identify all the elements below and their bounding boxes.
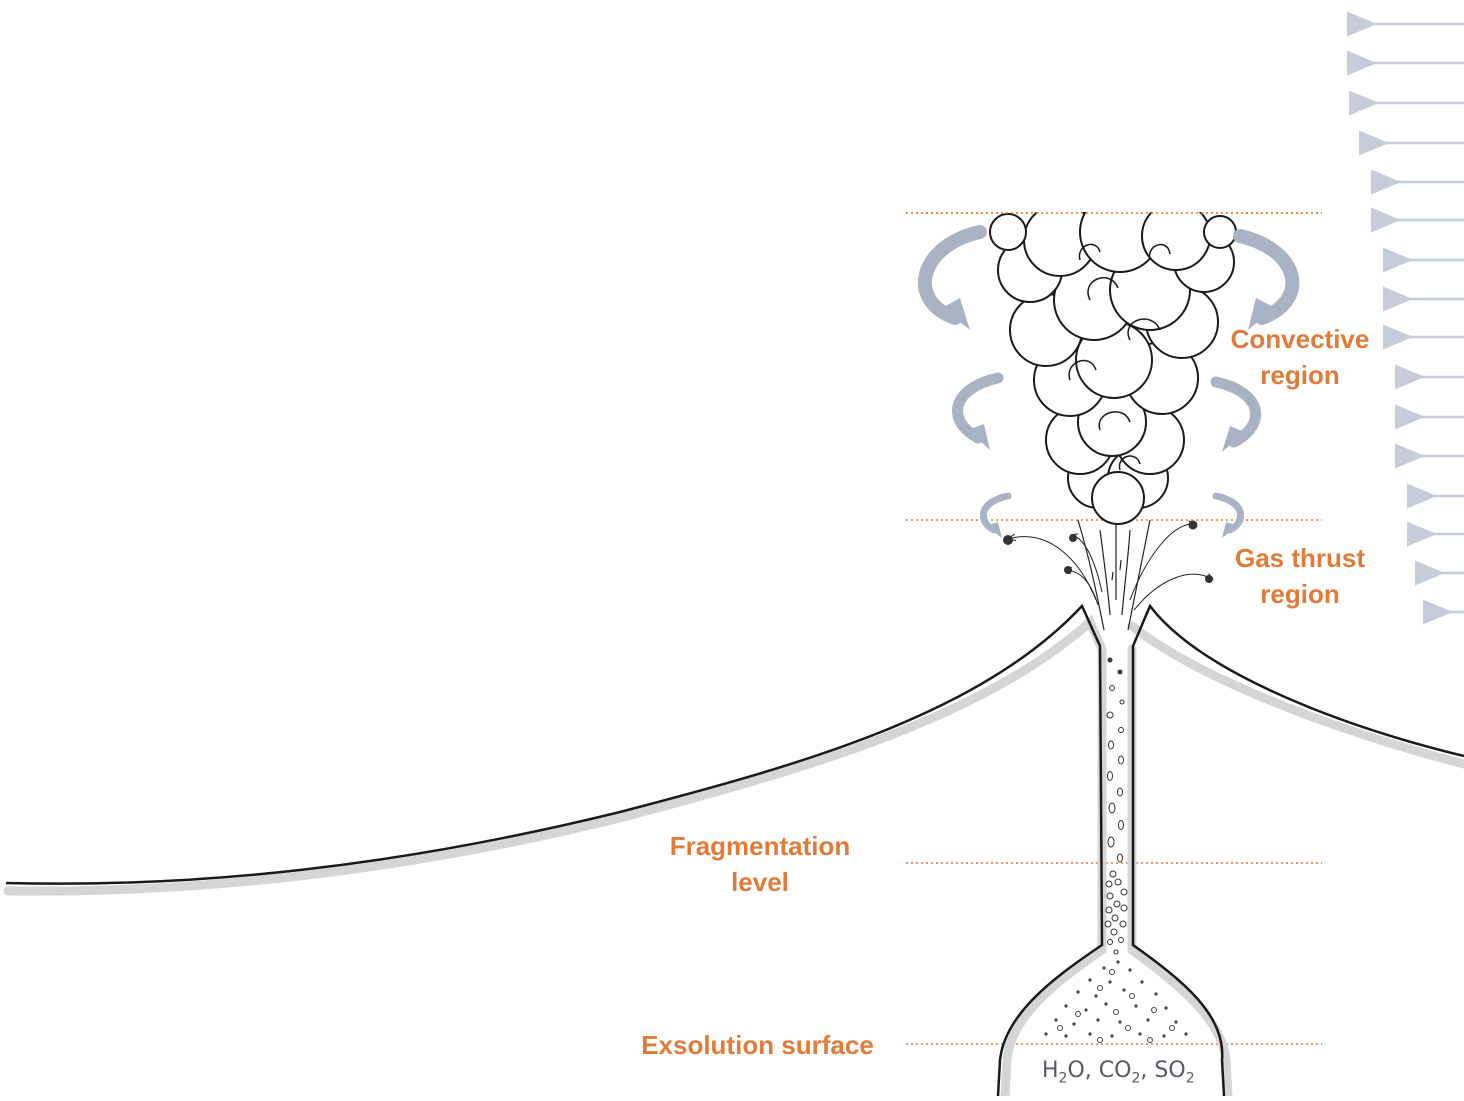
gas-thrust-label-line1: Gas thrust xyxy=(1234,543,1366,573)
plume-top-mask xyxy=(960,190,1260,212)
conduit-bubbles xyxy=(1104,657,1128,955)
circulation-arrows xyxy=(917,225,1300,538)
exsolution-surface-label: Exsolution surface xyxy=(641,1030,874,1060)
gas-species: H2O, CO2, SO2 xyxy=(1042,1058,1195,1087)
gas-h2o: H2O xyxy=(1042,1058,1085,1087)
magma-chamber-specks xyxy=(1044,960,1188,1038)
wind-arrow-icon xyxy=(1347,11,1464,625)
gas-thrust-label-line2: region xyxy=(1260,579,1340,609)
eruption-jet xyxy=(1077,519,1151,631)
gas-so2: SO2 xyxy=(1154,1058,1195,1087)
fragmentation-label-line1: Fragmentation xyxy=(669,831,851,861)
volcanic-bombs xyxy=(1003,521,1213,611)
volcano-outline xyxy=(5,603,1464,1097)
magma-chamber-bubbles xyxy=(1057,969,1175,1043)
right-flank xyxy=(1131,603,1464,1097)
convective-label-line1: Convective xyxy=(1230,324,1370,354)
volcanic-bomb-icon xyxy=(1003,520,1213,583)
circulation-arrow-heads xyxy=(942,298,1275,538)
wind-arrows xyxy=(1347,11,1464,625)
fragmentation-label-line2: level xyxy=(731,867,789,897)
eruption-plume xyxy=(989,191,1237,525)
ground-shadow xyxy=(3,614,1464,1101)
left-flank xyxy=(5,603,1104,1097)
fragmentation-level-label: Fragmentation level xyxy=(640,828,880,900)
gas-co2: CO2 xyxy=(1098,1058,1141,1087)
convective-label-line2: region xyxy=(1260,360,1340,390)
convective-region-label: Convective region xyxy=(1210,321,1390,393)
gas-thrust-region-label: Gas thrust region xyxy=(1210,540,1390,612)
plume-curls xyxy=(1068,243,1171,471)
